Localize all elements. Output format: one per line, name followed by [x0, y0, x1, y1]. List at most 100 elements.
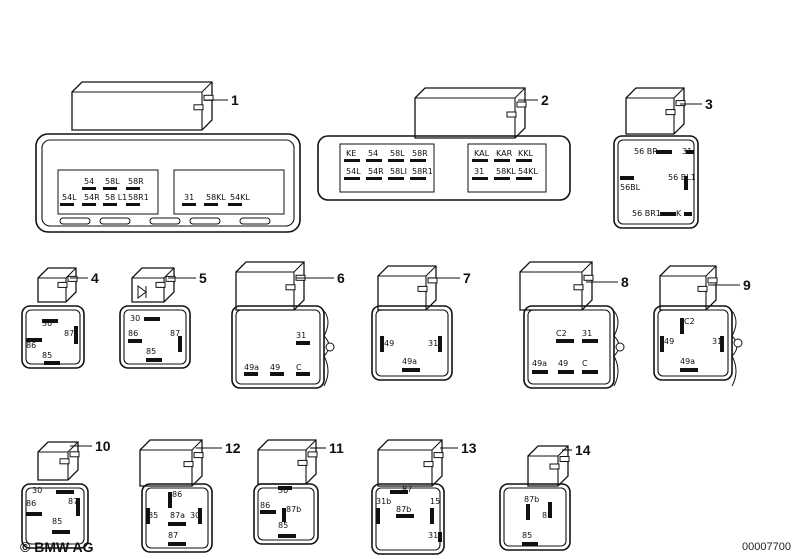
pin-terminal [582, 370, 598, 374]
pin-label: 85 [148, 511, 158, 520]
pin-label: C [296, 363, 302, 372]
blade-terminal [59, 458, 70, 465]
pin-label: 87 [170, 329, 180, 338]
pin-label: 85 [146, 347, 156, 356]
pin-terminal [244, 372, 258, 376]
callout-number: 7 [463, 270, 471, 286]
pin-terminal [344, 159, 360, 162]
mounting-slot [59, 217, 91, 225]
pin-label: 85 [52, 517, 62, 526]
housing-edge [626, 87, 685, 134]
pin-terminal [76, 498, 80, 516]
pin-label: 54 [368, 149, 378, 158]
pin-label: 56 BR1 [632, 209, 661, 218]
pin-terminal [296, 341, 310, 345]
housing-edge [528, 445, 569, 486]
relay-housing [414, 87, 526, 139]
pin-label: KE [346, 149, 356, 158]
pin-terminal [410, 177, 426, 180]
pin-label: C2 [684, 317, 695, 326]
clip-rivet [615, 342, 625, 352]
pin-label: 31 [582, 329, 592, 338]
pin-label: 58R [412, 149, 428, 158]
callout-number: 9 [743, 277, 751, 293]
pin-label: 31 [474, 167, 484, 176]
pin-label: 87 [542, 511, 552, 520]
pin-label: 86 [26, 341, 36, 350]
pin-label: 56 BR [634, 147, 658, 156]
pin-terminal [146, 358, 162, 362]
pin-label: 87 [168, 531, 178, 540]
blade-terminal [506, 111, 517, 118]
pin-terminal [380, 336, 384, 352]
pin-label: 87 [402, 485, 412, 494]
blade-terminal [427, 277, 438, 284]
pin-terminal [282, 508, 286, 522]
socket-outline [21, 305, 85, 369]
pin-label: 49 [270, 363, 280, 372]
pin-terminal [472, 159, 488, 162]
pin-label: 54KL [230, 193, 250, 202]
pin-terminal [494, 159, 510, 162]
pin-label: 85 [42, 351, 52, 360]
relay-housing [377, 265, 437, 311]
callout-number: 2 [541, 92, 549, 108]
pin-label: 54L [62, 193, 77, 202]
pin-terminal [532, 370, 548, 374]
clip-rivet [325, 342, 335, 352]
pin-terminal [278, 486, 292, 490]
pin-label: 58R1 [128, 193, 149, 202]
connector-a [57, 169, 159, 215]
blade-terminal [583, 274, 594, 281]
blade-terminal [549, 463, 560, 470]
callout-number: 8 [621, 274, 629, 290]
pin-label: 56 BL1 [668, 173, 696, 182]
pin-label: 49 [664, 337, 674, 346]
socket-inner-outline [375, 309, 449, 377]
socket-outline [231, 305, 325, 389]
pin-terminal [178, 336, 182, 352]
pin-label: KAR [496, 149, 513, 158]
blade-terminal [285, 284, 296, 291]
callout-number: 1 [231, 92, 239, 108]
pin-terminal [548, 502, 552, 518]
pin-terminal [438, 336, 442, 352]
pin-label: 87a [170, 511, 185, 520]
mounting-slot [189, 217, 221, 225]
housing-edge [140, 439, 203, 486]
mounting-slot [149, 217, 181, 225]
socket-outline [613, 135, 699, 229]
pin-label: 49a [680, 357, 695, 366]
relay-housing [235, 261, 305, 311]
connector-inner [41, 139, 295, 227]
pin-label: 15 [430, 497, 440, 506]
pin-label: C2 [556, 329, 567, 338]
pin-label: 49a [402, 357, 417, 366]
blade-terminal [297, 459, 308, 466]
pin-terminal [128, 339, 142, 343]
blade-terminal [57, 281, 68, 288]
pin-terminal [366, 159, 382, 162]
part-2-control-unit: 2KE54L5454R58L58LI58R58R1KAL31KAR58KLKKL… [317, 87, 571, 201]
pin-label: 86 [26, 499, 36, 508]
pin-label: 31 [184, 193, 194, 202]
pin-terminal [660, 212, 676, 216]
pin-label: 49 [558, 359, 568, 368]
blade-terminal [417, 285, 428, 292]
housing-edge [415, 87, 526, 138]
pin-label: 58R [128, 177, 144, 186]
relay-housing [625, 87, 685, 135]
pin-terminal [126, 187, 140, 190]
pin-label: KAL [474, 149, 490, 158]
blade-terminal [165, 275, 176, 282]
pin-label: 86 [260, 501, 270, 510]
pin-terminal [656, 150, 672, 154]
pin-terminal [620, 176, 634, 180]
pin-label: 31 [712, 337, 722, 346]
pin-label: 30 [32, 486, 42, 495]
blade-terminal [423, 461, 434, 468]
